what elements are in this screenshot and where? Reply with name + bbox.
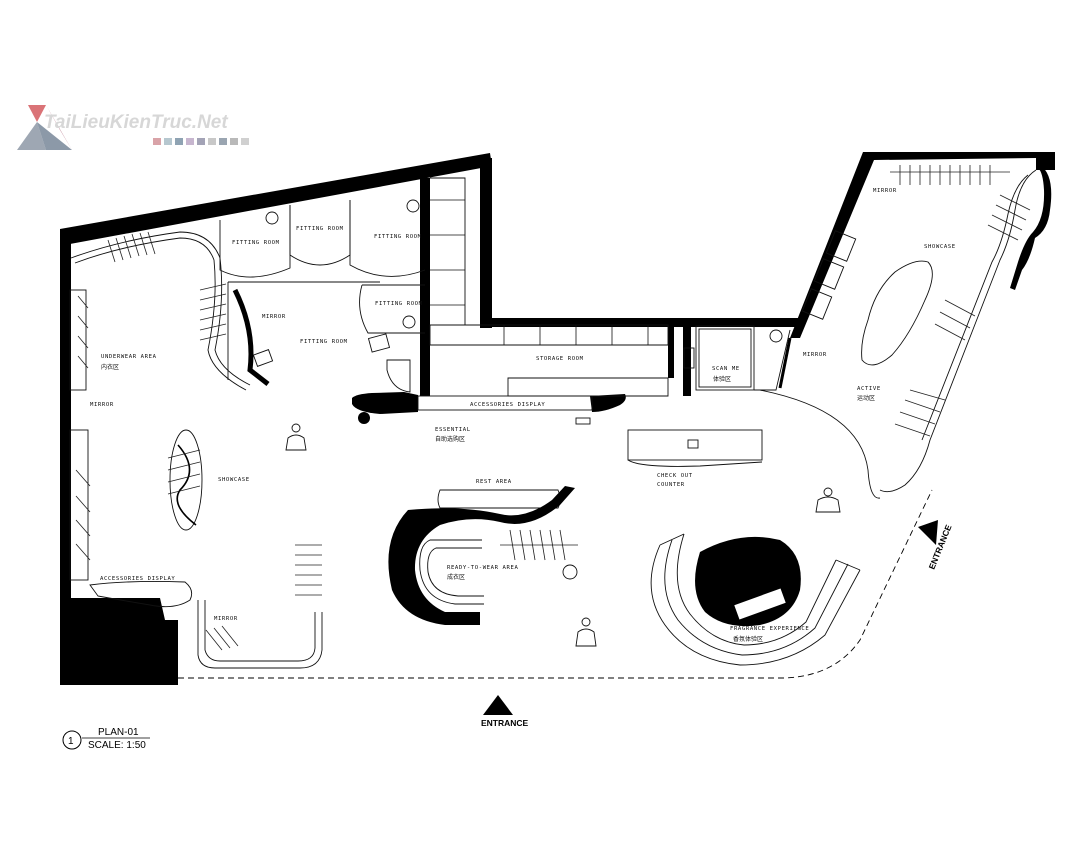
label-storage-room: STORAGE ROOM <box>536 356 584 362</box>
label-ready-to-wear-cn: 成衣区 <box>447 573 465 581</box>
label-showcase-right: SHOWCASE <box>924 244 956 250</box>
interior-lines <box>70 177 881 499</box>
left-wing-walls <box>60 153 800 685</box>
plan-scale: SCALE: 1:50 <box>88 740 146 751</box>
watermark-logo: TaiLieuKienTruc.Net <box>17 105 249 150</box>
plan-number: 1 <box>68 736 74 747</box>
label-fitting-room-2: FITTING ROOM <box>296 226 344 232</box>
watermark-swatches <box>153 138 249 145</box>
label-essential: ESSENTIAL <box>435 427 471 433</box>
label-fitting-room-3: FITTING ROOM <box>374 234 422 240</box>
label-scan-me: SCAN ME <box>712 366 740 372</box>
label-accessories-display-top: ACCESSORIES DISPLAY <box>470 402 545 408</box>
label-mirror-right: MIRROR <box>803 352 827 358</box>
fragrance-zone <box>650 533 861 666</box>
right-wing-furniture <box>778 165 1037 493</box>
label-fitting-room-main: FITTING ROOM <box>300 339 348 345</box>
label-showcase-left: SHOWCASE <box>218 477 250 483</box>
label-counter: COUNTER <box>657 482 685 488</box>
label-accessories-display-left: ACCESSORIES DISPLAY <box>100 576 175 582</box>
entrance-right-arrow-icon <box>918 520 938 545</box>
entrance-path <box>178 489 938 715</box>
label-fitting-room-1: FITTING ROOM <box>232 240 280 246</box>
label-mirror-left: MIRROR <box>90 402 114 408</box>
label-underwear-area-cn: 内衣区 <box>101 363 119 371</box>
plan-title: PLAN-01 <box>98 727 139 738</box>
label-mirror-fitting: MIRROR <box>262 314 286 320</box>
label-scan-me-cn: 体验区 <box>713 375 731 383</box>
left-wing-furniture <box>69 231 841 669</box>
label-mirror-bottom: MIRROR <box>214 616 238 622</box>
center-furniture <box>388 486 578 625</box>
entrance-bottom-arrow-icon <box>483 695 513 715</box>
label-essential-cn: 自助选购区 <box>435 435 465 443</box>
label-ready-to-wear: READY-TO-WEAR AREA <box>447 565 518 571</box>
label-fragrance: FRAGRANCE EXPERIENCE <box>730 626 809 632</box>
label-rest-area: REST AREA <box>476 479 512 485</box>
label-fragrance-cn: 香氛体验区 <box>733 635 763 643</box>
right-wing-walls <box>790 152 1055 338</box>
entrance-bottom-label: ENTRANCE <box>481 718 529 728</box>
room-labels: FITTING ROOM FITTING ROOM FITTING ROOM F… <box>90 188 956 643</box>
label-active-cn: 运动区 <box>857 394 875 402</box>
label-fitting-room-4: FITTING ROOM <box>375 301 423 307</box>
label-check-out: CHECK OUT <box>657 473 693 479</box>
watermark-text: TaiLieuKienTruc.Net <box>44 112 228 133</box>
label-mirror-right-top: MIRROR <box>873 188 897 194</box>
plan-title-block: 1 PLAN-01 SCALE: 1:50 <box>62 727 150 751</box>
label-underwear-area: UNDERWEAR AREA <box>101 354 157 360</box>
label-active: ACTIVE <box>857 386 881 392</box>
